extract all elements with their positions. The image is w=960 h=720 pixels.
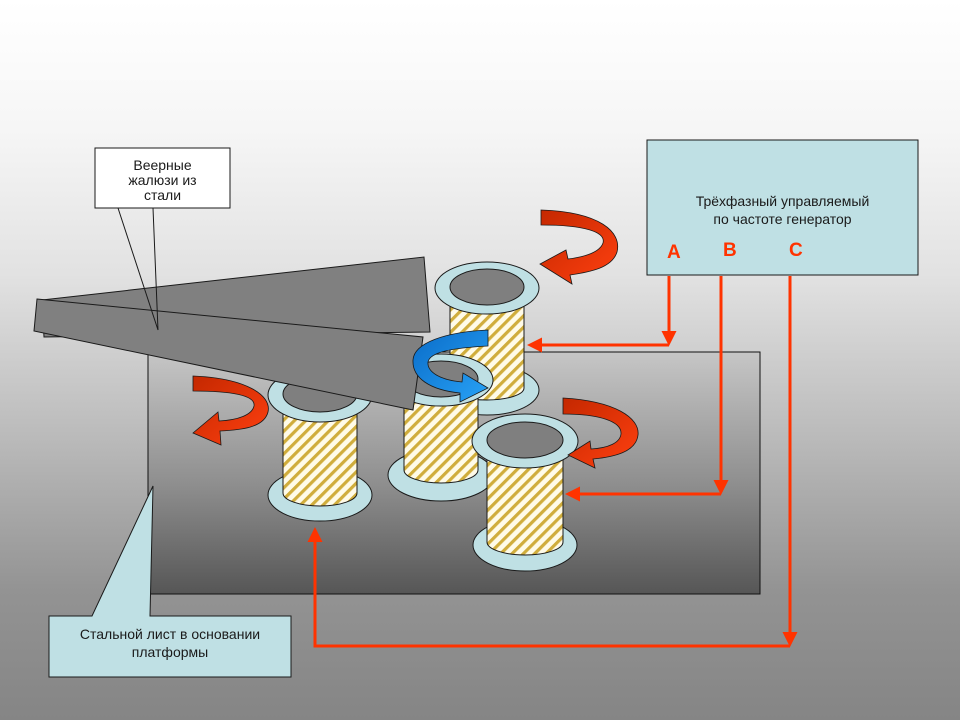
callout-blinds-text: Веерные жалюзи из стали — [95, 156, 230, 204]
rotation-arrow-top — [539, 209, 619, 285]
callout-base-plate — [48, 485, 292, 678]
callout-blinds-line-3: стали — [143, 187, 182, 203]
rotation-arrow-right — [562, 397, 639, 469]
generator-title-line-1: Трёхфазный управляемый — [695, 193, 870, 209]
callout-blinds-line-1: Веерные — [133, 157, 192, 173]
coil-center — [387, 353, 495, 502]
blade-lower — [33, 298, 424, 411]
generator-title-line-2: по частоте генератор — [713, 211, 852, 227]
callout-blinds — [94, 147, 231, 331]
generator-title: Трёхфазный управляемый по частоте генера… — [647, 192, 918, 228]
callout-blinds-line-2: жалюзи из — [128, 172, 197, 188]
rotation-arrow-left — [192, 375, 269, 446]
callout-base-plate-text: Стальной лист в основании платформы — [49, 625, 291, 661]
phase-label-b: B — [723, 240, 737, 261]
callout-base-plate-line-2: платформы — [131, 644, 209, 660]
wire-phase-a — [527, 276, 677, 353]
wire-phase-c — [307, 276, 798, 648]
coil-front-right — [471, 413, 579, 572]
phase-label-c: C — [789, 240, 803, 261]
wire-phase-b — [565, 276, 729, 502]
phase-label-a: A — [667, 242, 681, 263]
callout-base-plate-line-1: Стальной лист в основании — [79, 626, 261, 642]
rotation-arrow-center — [412, 329, 489, 403]
generator-box — [646, 139, 919, 276]
